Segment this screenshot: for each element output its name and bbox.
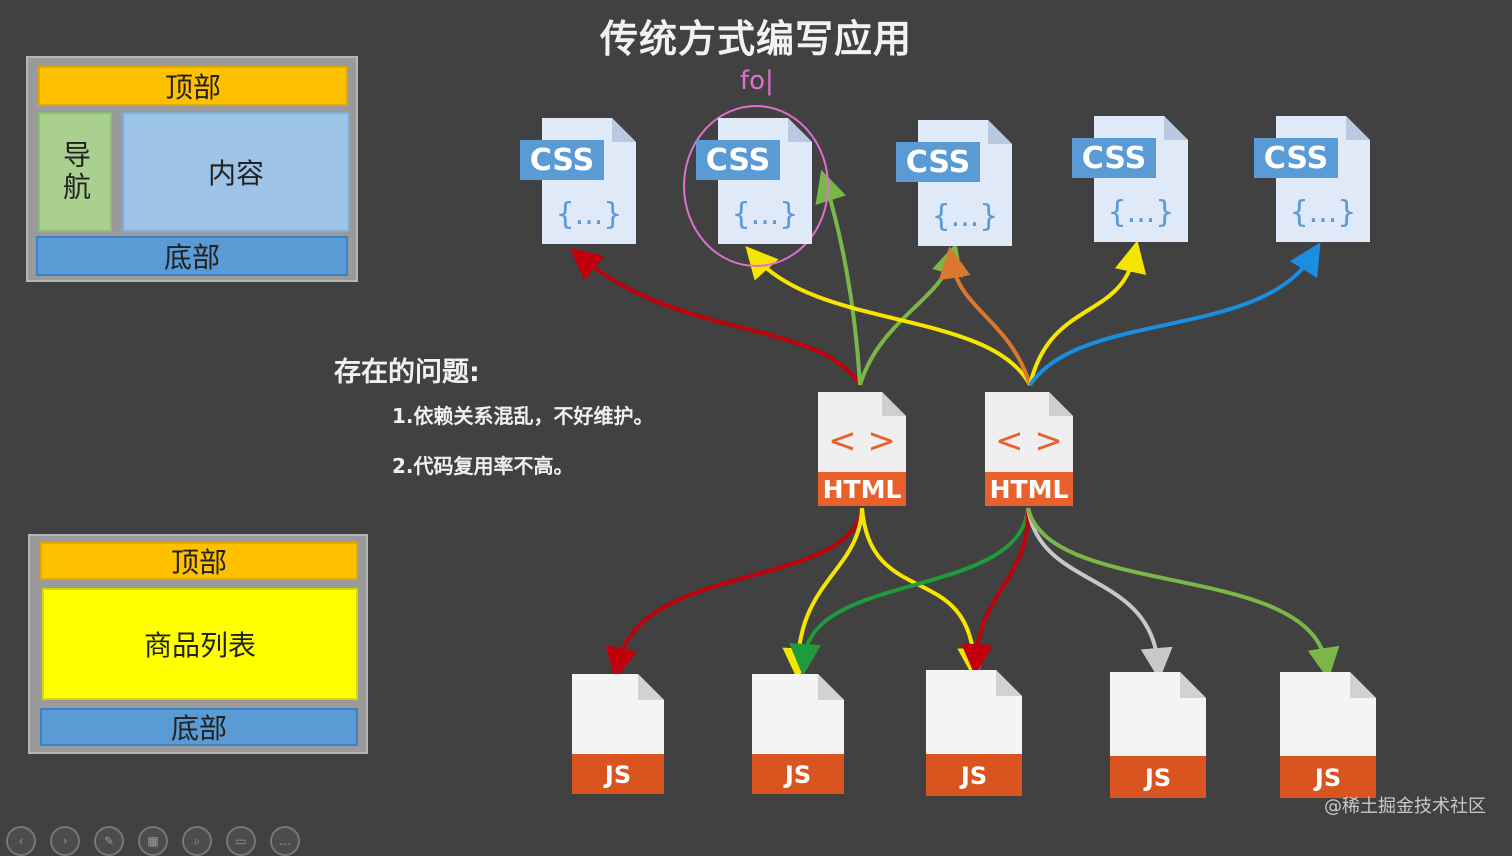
js-badge-label: JS [1313,764,1341,792]
slideshow-toolbar: ‹ › ✎ ▦ ⌕ ▭ … [6,826,300,856]
layout-nav-block: 导航 [38,112,112,232]
css-badge-label: CSS [1264,141,1328,176]
layout-top-block: 顶部 [38,66,348,106]
more-icon[interactable]: … [270,826,300,856]
annotation-text: fo| [740,66,774,96]
html-file-icon: < > HTML [985,392,1073,506]
page-title: 传统方式编写应用 [599,17,912,61]
html-badge-label: HTML [990,475,1069,504]
subtitle-icon[interactable]: ▭ [226,826,256,856]
problem-item: 2.代码复用率不高。 [392,454,574,478]
arrow-html1-js2 [782,507,864,680]
css-file-icon: CSS {...} [696,118,812,244]
layout-bottom-block: 底部 [36,236,348,276]
css-file-icon: CSS {...} [896,120,1012,246]
arrow-html2-js4 [1026,507,1173,680]
arrow-html1-js1 [605,507,864,680]
layout-product-list-block: 商品列表 [42,588,358,700]
annotation-circle [683,105,829,267]
js-badge-label: JS [959,762,987,790]
css-file-icon: CSS {...} [1072,116,1188,242]
pen-icon[interactable]: ✎ [94,826,124,856]
problem-item: 1.依赖关系混乱，不好维护。 [392,404,654,428]
arrow-html2-css5 [1028,242,1321,387]
arrow-html1-css1 [569,247,862,387]
css-file-icon: CSS {...} [520,118,636,244]
arrow-html2-css2 [745,246,1032,386]
css-body-glyph: {...} [932,199,999,234]
layout-content-block: 内容 [122,112,350,232]
arrow-html2-js2 [789,507,1030,676]
zoom-icon[interactable]: ⌕ [182,826,212,856]
arrow-html2-js3 [960,507,1031,676]
problems-heading: 存在的问题: [334,357,480,388]
layout-diagram-1: 顶部 导航 内容 底部 [26,56,358,282]
js-file-icon: JS [1280,672,1376,798]
css-body-glyph: {...} [732,197,799,232]
css-file-icon: CSS {...} [1254,116,1370,242]
css-body-glyph: {...} [1108,195,1175,230]
js-badge-label: JS [1143,764,1171,792]
prev-icon[interactable]: ‹ [6,826,36,856]
arrow-html1-css2-green [815,169,862,386]
layout-top-block: 顶部 [40,542,358,580]
css-body-glyph: {...} [556,197,623,232]
html-angle-glyph: < > [828,421,896,461]
js-badge-label: JS [783,761,811,789]
next-icon[interactable]: › [50,826,80,856]
css-badge-label: CSS [906,145,970,180]
slides-icon[interactable]: ▦ [138,826,168,856]
arrow-html2-js5 [1026,507,1340,680]
arrow-html2-css4 [1028,240,1147,386]
css-badge-label: CSS [530,143,594,178]
js-badge-label: JS [603,761,631,789]
html-angle-glyph: < > [995,421,1063,461]
js-file-icon: JS [752,674,844,794]
layout-bottom-block: 底部 [40,708,358,746]
css-badge-label: CSS [1082,141,1146,176]
watermark: @稀土掘金技术社区 [1324,796,1486,817]
css-body-glyph: {...} [1290,195,1357,230]
layout-diagram-2: 顶部 商品列表 底部 [28,534,368,754]
html-file-icon: < > HTML [818,392,906,506]
css-badge-label: CSS [706,143,770,178]
js-file-icon: JS [1110,672,1206,798]
html-badge-label: HTML [823,475,902,504]
arrow-html2-css3 [938,246,1032,386]
js-file-icon: JS [572,674,664,794]
js-file-icon: JS [926,670,1022,796]
